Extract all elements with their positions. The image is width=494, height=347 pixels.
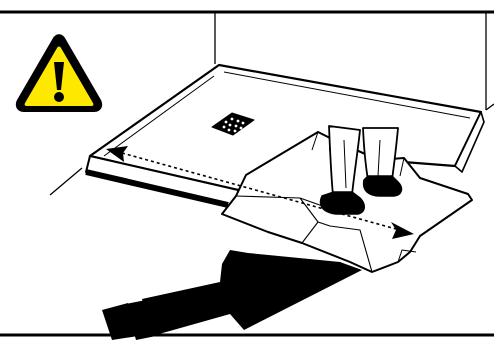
- double-headed-arrow: [106, 146, 414, 239]
- room-walls: [49, 12, 494, 196]
- warning-triangle-icon: [15, 34, 103, 112]
- shower-drain: [211, 112, 255, 136]
- person-legs: [319, 125, 403, 215]
- large-arrow: [102, 250, 362, 340]
